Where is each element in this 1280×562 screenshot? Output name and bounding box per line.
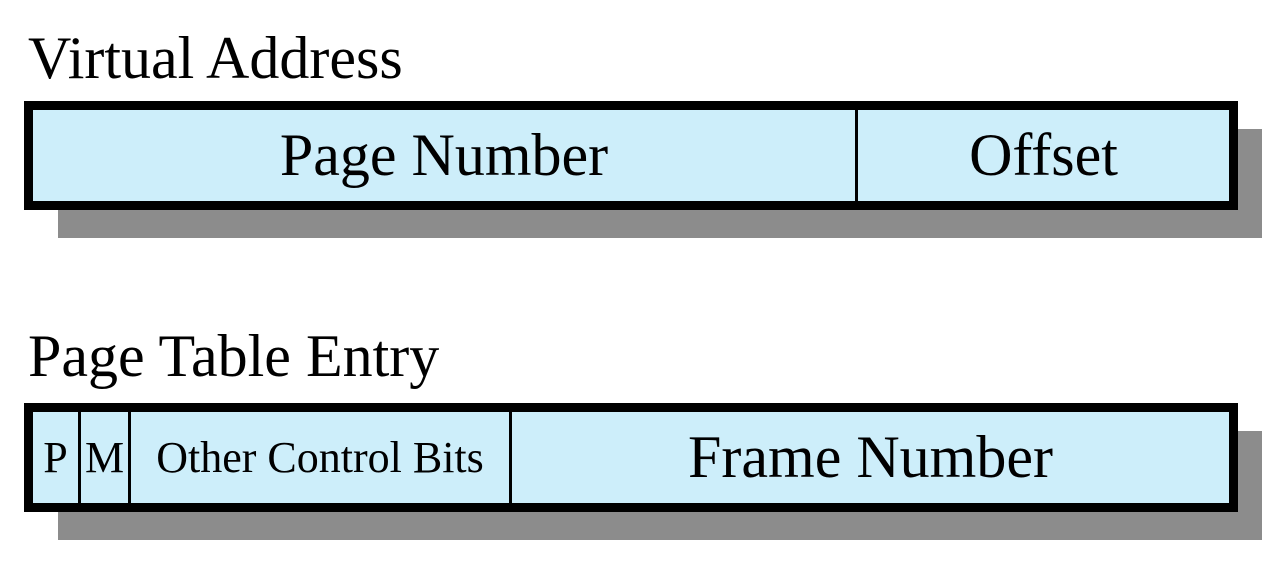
offset-field: Offset <box>855 110 1229 201</box>
page-table-entry-diagram: P M Other Control Bits Frame Number <box>24 403 1262 540</box>
present-bit-field: P <box>43 433 68 482</box>
modified-bit-field: M <box>78 412 128 503</box>
virtual-address-diagram: Page Number Offset <box>24 101 1262 238</box>
virtual-address-title: Virtual Address <box>28 25 403 91</box>
page-table-entry-bar: P M Other Control Bits Frame Number <box>24 403 1238 512</box>
virtual-address-bar: Page Number Offset <box>24 101 1238 210</box>
page-table-entry-title: Page Table Entry <box>28 323 440 389</box>
page-number-field: Page Number <box>279 122 609 188</box>
frame-number-field: Frame Number <box>509 412 1229 503</box>
other-control-bits-field: Other Control Bits <box>128 412 509 503</box>
